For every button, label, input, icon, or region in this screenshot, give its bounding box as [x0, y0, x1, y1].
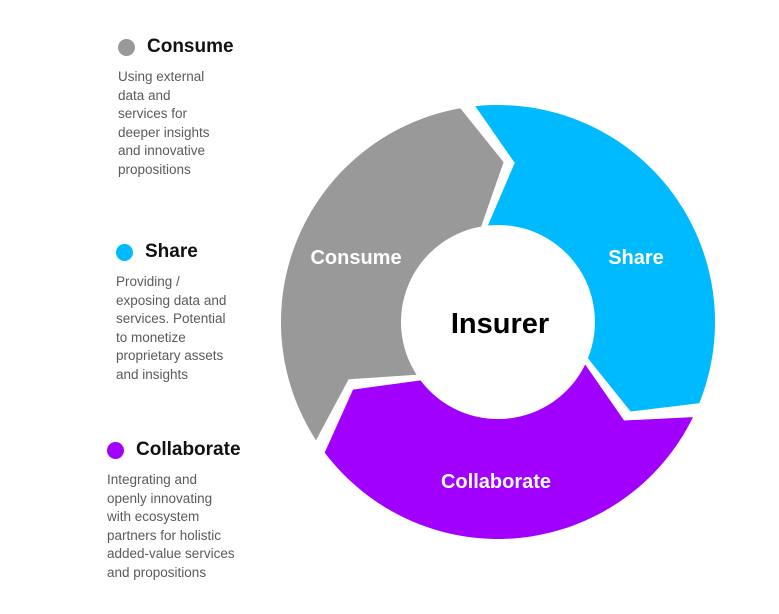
legend-description: Providing / exposing data and services. … — [116, 273, 226, 384]
desc-line: services. Potential — [116, 311, 226, 326]
desc-line: Using external — [118, 69, 205, 84]
desc-line: and innovative — [118, 143, 206, 158]
desc-line: exposing data and — [116, 292, 227, 308]
legend-title: Share — [145, 241, 198, 262]
segment-consume — [280, 108, 504, 441]
desc-line: and insights — [116, 366, 189, 382]
segment-label-consume: Consume — [310, 247, 401, 269]
desc-line: Integrating and — [107, 472, 198, 487]
desc-line: added-value services — [107, 546, 235, 561]
desc-line: openly innovating — [107, 490, 213, 506]
consume-dot-icon — [118, 38, 135, 56]
desc-line: propositions — [118, 161, 191, 177]
segment-share — [475, 105, 716, 412]
desc-line: services for — [118, 106, 188, 121]
legend-title: Consume — [147, 36, 234, 57]
desc-line: Providing / — [116, 274, 180, 289]
desc-line: to monetize — [116, 329, 186, 345]
center-label: Insurer — [451, 308, 549, 340]
legend-share: Share Providing / exposing data and serv… — [116, 241, 226, 384]
desc-line: data and — [118, 87, 171, 103]
desc-line: deeper insights — [118, 124, 210, 140]
legend-description: Using external data and services for dee… — [118, 68, 234, 179]
legend-collaborate: Collaborate Integrating and openly innov… — [107, 439, 241, 582]
desc-line: proprietary assets — [116, 348, 224, 363]
desc-line: and propositions — [107, 564, 207, 580]
legend-title: Collaborate — [136, 439, 241, 460]
legend-description: Integrating and openly innovating with e… — [107, 471, 241, 582]
collaborate-dot-icon — [107, 441, 124, 459]
segment-label-collaborate: Collaborate — [441, 471, 551, 493]
share-dot-icon — [116, 243, 133, 261]
segment-collaborate — [324, 364, 693, 539]
desc-line: partners for holistic — [107, 527, 222, 543]
legend-consume: Consume Using external data and services… — [118, 36, 234, 179]
desc-line: with ecosystem — [107, 509, 200, 524]
segment-label-share: Share — [608, 247, 664, 269]
